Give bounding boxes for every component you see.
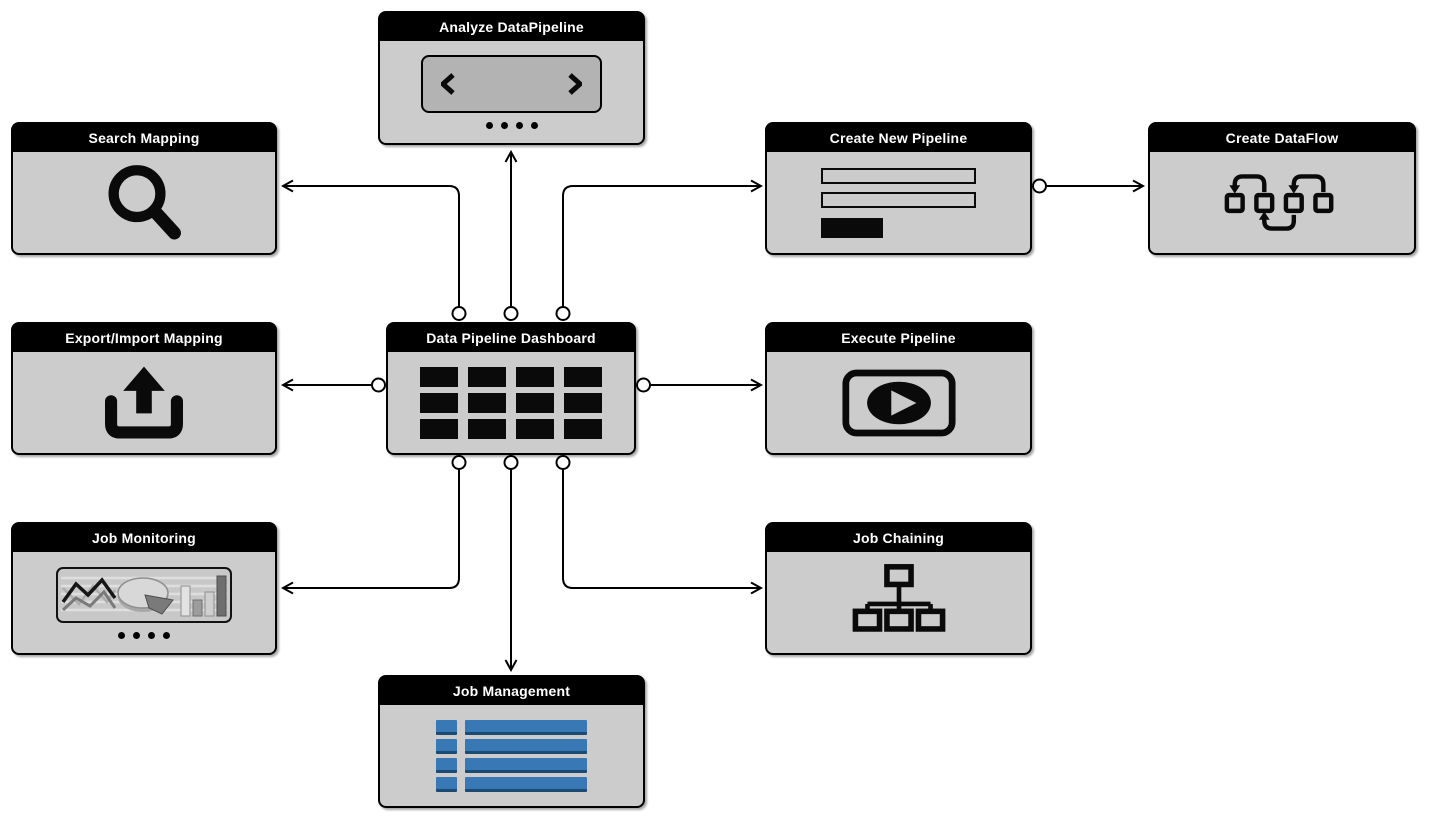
- chevron-left-icon: [441, 73, 455, 95]
- connector-dashboard-job-monitoring: [283, 469, 460, 588]
- node-title: Execute Pipeline: [767, 324, 1030, 352]
- node-body: [13, 552, 275, 653]
- dot: [500, 122, 508, 129]
- connection-port: [371, 377, 386, 393]
- list-row-bar: [465, 776, 587, 792]
- connection-port: [503, 455, 519, 470]
- chevron-right-icon: [568, 73, 582, 95]
- node-title: Search Mapping: [13, 124, 275, 152]
- list-row-bar: [465, 757, 587, 773]
- dot: [133, 631, 140, 639]
- node-export-import-mapping[interactable]: Export/Import Mapping: [11, 322, 277, 455]
- node-analyze-datapipeline[interactable]: Analyze DataPipeline: [378, 11, 645, 145]
- connection-port: [555, 455, 571, 470]
- upload-icon: [105, 366, 183, 439]
- node-title: Analyze DataPipeline: [380, 13, 643, 41]
- list-row-handle: [436, 719, 457, 735]
- node-title: Create New Pipeline: [767, 124, 1030, 152]
- node-title: Data Pipeline Dashboard: [388, 324, 634, 352]
- charts-thumbnail: [61, 575, 227, 616]
- dot: [148, 631, 155, 639]
- search-icon: [108, 164, 181, 239]
- connection-port: [555, 306, 571, 321]
- carousel-icon: [421, 55, 602, 113]
- carousel-dots: [485, 122, 538, 129]
- dot: [515, 122, 523, 129]
- list-row-handle: [436, 757, 457, 773]
- connection-port: [1032, 178, 1047, 194]
- node-body: [1150, 152, 1414, 253]
- node-title: Job Chaining: [767, 524, 1030, 552]
- connection-port: [636, 377, 651, 393]
- list-row: [436, 738, 587, 754]
- list-row-handle: [436, 776, 457, 792]
- list-icon: [436, 719, 587, 792]
- node-body: [380, 41, 643, 143]
- play-icon: [841, 369, 956, 436]
- node-job-management[interactable]: Job Management: [378, 675, 645, 808]
- node-body: [767, 352, 1030, 453]
- node-title: Export/Import Mapping: [13, 324, 275, 352]
- node-execute-pipeline[interactable]: Execute Pipeline: [765, 322, 1032, 455]
- node-body: [13, 352, 275, 453]
- list-row-bar: [465, 719, 587, 735]
- form-button: [821, 217, 883, 238]
- connection-port: [451, 306, 467, 321]
- node-job-monitoring[interactable]: Job Monitoring: [11, 522, 277, 655]
- list-row-bar: [465, 738, 587, 754]
- connection-port: [451, 455, 467, 470]
- charts-icon: [56, 566, 232, 623]
- node-body: [380, 705, 643, 806]
- node-title: Job Management: [380, 677, 643, 705]
- list-row: [436, 757, 587, 773]
- dot: [530, 122, 538, 129]
- carousel-dots: [118, 631, 170, 639]
- node-create-dataflow[interactable]: Create DataFlow: [1148, 122, 1416, 255]
- node-body: [388, 352, 634, 453]
- node-title: Job Monitoring: [13, 524, 275, 552]
- connector-dashboard-job-chaining: [562, 469, 761, 588]
- node-body: [13, 152, 275, 253]
- dot: [118, 631, 125, 639]
- node-data-pipeline-dashboard[interactable]: Data Pipeline Dashboard: [386, 322, 636, 455]
- form-icon: [821, 167, 976, 238]
- connector-dashboard-create-pipeline: [562, 186, 761, 306]
- text-field: [821, 167, 976, 184]
- node-create-new-pipeline[interactable]: Create New Pipeline: [765, 122, 1032, 255]
- list-row: [436, 776, 587, 792]
- node-body: [767, 152, 1030, 253]
- dot: [163, 631, 170, 639]
- node-search-mapping[interactable]: Search Mapping: [11, 122, 277, 255]
- node-job-chaining[interactable]: Job Chaining: [765, 522, 1032, 655]
- node-title: Create DataFlow: [1150, 124, 1414, 152]
- workflow-icon: [1224, 173, 1334, 231]
- grid-icon: [420, 366, 602, 439]
- hierarchy-icon: [852, 563, 945, 632]
- list-row: [436, 719, 587, 735]
- connector-dashboard-search: [283, 186, 460, 306]
- text-field: [821, 191, 976, 208]
- connection-port: [503, 306, 519, 321]
- node-body: [767, 552, 1030, 653]
- list-row-handle: [436, 738, 457, 754]
- dot: [485, 122, 493, 129]
